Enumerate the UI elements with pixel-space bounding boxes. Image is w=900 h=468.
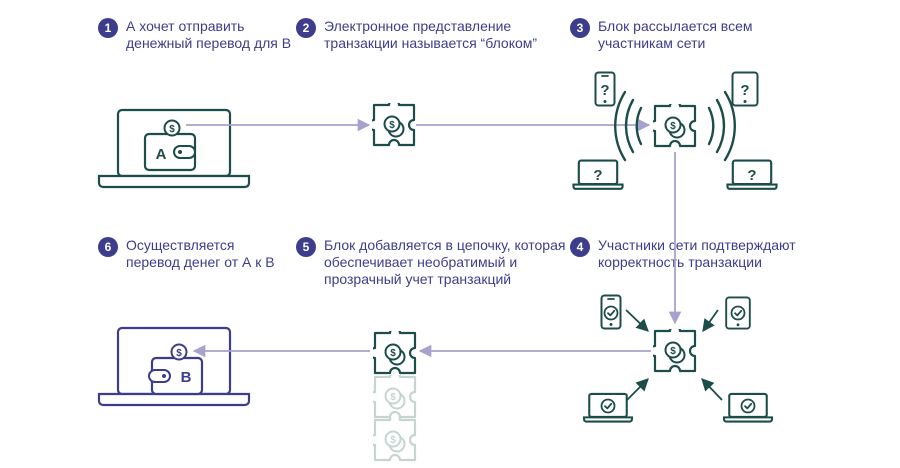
question-mark-icon: ? [740, 82, 749, 99]
step-4-number: 4 [570, 237, 590, 257]
step-1-line-2: денежный перевод для В [126, 35, 292, 51]
arrow-phone-confirm [625, 309, 649, 332]
broadcast-group [614, 90, 736, 162]
step-2-line-1: Электронное представление [324, 18, 512, 34]
step-5-number: 5 [296, 237, 316, 257]
block-puzzle-icon [372, 103, 416, 147]
arrow-laptop-confirm [701, 378, 723, 401]
step-2-number: 2 [296, 18, 316, 38]
step-6-caption: 6 Осуществляется перевод денег от А к В [98, 237, 275, 271]
step-2-line-2: транзакции называется “блоком” [324, 35, 538, 51]
step-5-line-1: Блок добавляется в цепочку, которая [324, 237, 566, 253]
coin-dollar-icon: $ [169, 124, 175, 135]
broadcast-block-puzzle-icon [653, 104, 697, 148]
step-4-line-2: корректность транзакции [598, 254, 762, 270]
arrow-tablet-confirm [702, 309, 719, 333]
wallet-icon: $ [148, 343, 204, 396]
chain-block-puzzle-icon [373, 331, 417, 375]
question-mark-icon: ? [747, 167, 756, 184]
step-3-number: 3 [570, 18, 590, 38]
wallet-b-label: В [181, 369, 192, 386]
verified-block-puzzle-icon [653, 329, 697, 373]
step-1-number: 1 [98, 18, 118, 38]
step-1-caption: 1 А хочет отправить денежный перевод для… [98, 18, 291, 52]
step-2-caption: 2 Электронное представление транзакции н… [296, 18, 537, 52]
step-6-line-2: перевод денег от А к В [126, 254, 275, 270]
step-6-line-1: Осуществляется [126, 237, 235, 253]
step-5-caption: 5 Блок добавляется в цепочку, которая об… [296, 237, 565, 288]
laptop-wallet-b: $ В [97, 326, 251, 407]
step-1-line-1: А хочет отправить [126, 18, 245, 34]
step-5-line-2: обеспечивает необратимый и [324, 254, 518, 270]
step-3-caption: 3 Блок рассылается всем участникам сети [570, 18, 753, 52]
wallet-a-label: А [156, 146, 167, 163]
wallet-icon: $ [143, 119, 197, 172]
laptop-wallet-a: $ А [97, 108, 251, 189]
question-mark-icon: ? [600, 82, 609, 99]
coin-dollar-icon: $ [176, 348, 182, 359]
step-5-line-3: прозрачный учет транзакций [324, 271, 512, 287]
tablet-icon [725, 296, 751, 330]
question-mark-icon: ? [593, 167, 602, 184]
arrow-laptop-confirm [626, 378, 649, 401]
chain-block-puzzle-icon [373, 418, 417, 462]
chain-block-puzzle-icon [373, 375, 417, 419]
step-4-caption: 4 Участники сети подтверждают корректнос… [570, 237, 796, 271]
step-6-number: 6 [98, 237, 118, 257]
step-3-line-1: Блок рассылается всем [598, 18, 753, 34]
step-3-line-2: участникам сети [598, 35, 706, 51]
step-4-line-1: Участники сети подтверждают [598, 237, 796, 253]
